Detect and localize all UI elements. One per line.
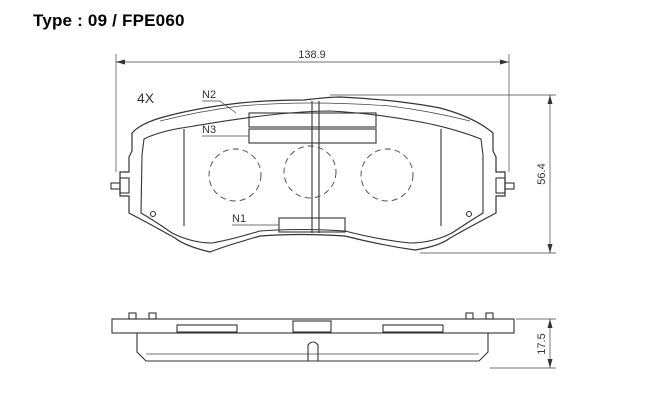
thickness-dimension: 17.5	[490, 318, 556, 369]
width-dimension: 138.9	[115, 49, 510, 172]
label-n3: N3	[202, 124, 249, 137]
label-n2: N2	[202, 89, 237, 114]
pad-front-view	[110, 96, 515, 253]
thickness-value: 17.5	[536, 333, 548, 354]
pad-side-view	[111, 312, 515, 362]
label-n2-text: N2	[202, 89, 216, 101]
product-type-title: Type : 09 / FPE060	[33, 11, 185, 30]
height-value: 56.4	[536, 163, 548, 184]
width-value: 138.9	[298, 49, 326, 61]
height-dimension: 56.4	[330, 94, 556, 254]
label-n1-text: N1	[232, 213, 246, 225]
quantity-label: 4X	[137, 90, 155, 106]
label-n3-text: N3	[202, 124, 216, 136]
label-n1: N1	[232, 213, 279, 226]
